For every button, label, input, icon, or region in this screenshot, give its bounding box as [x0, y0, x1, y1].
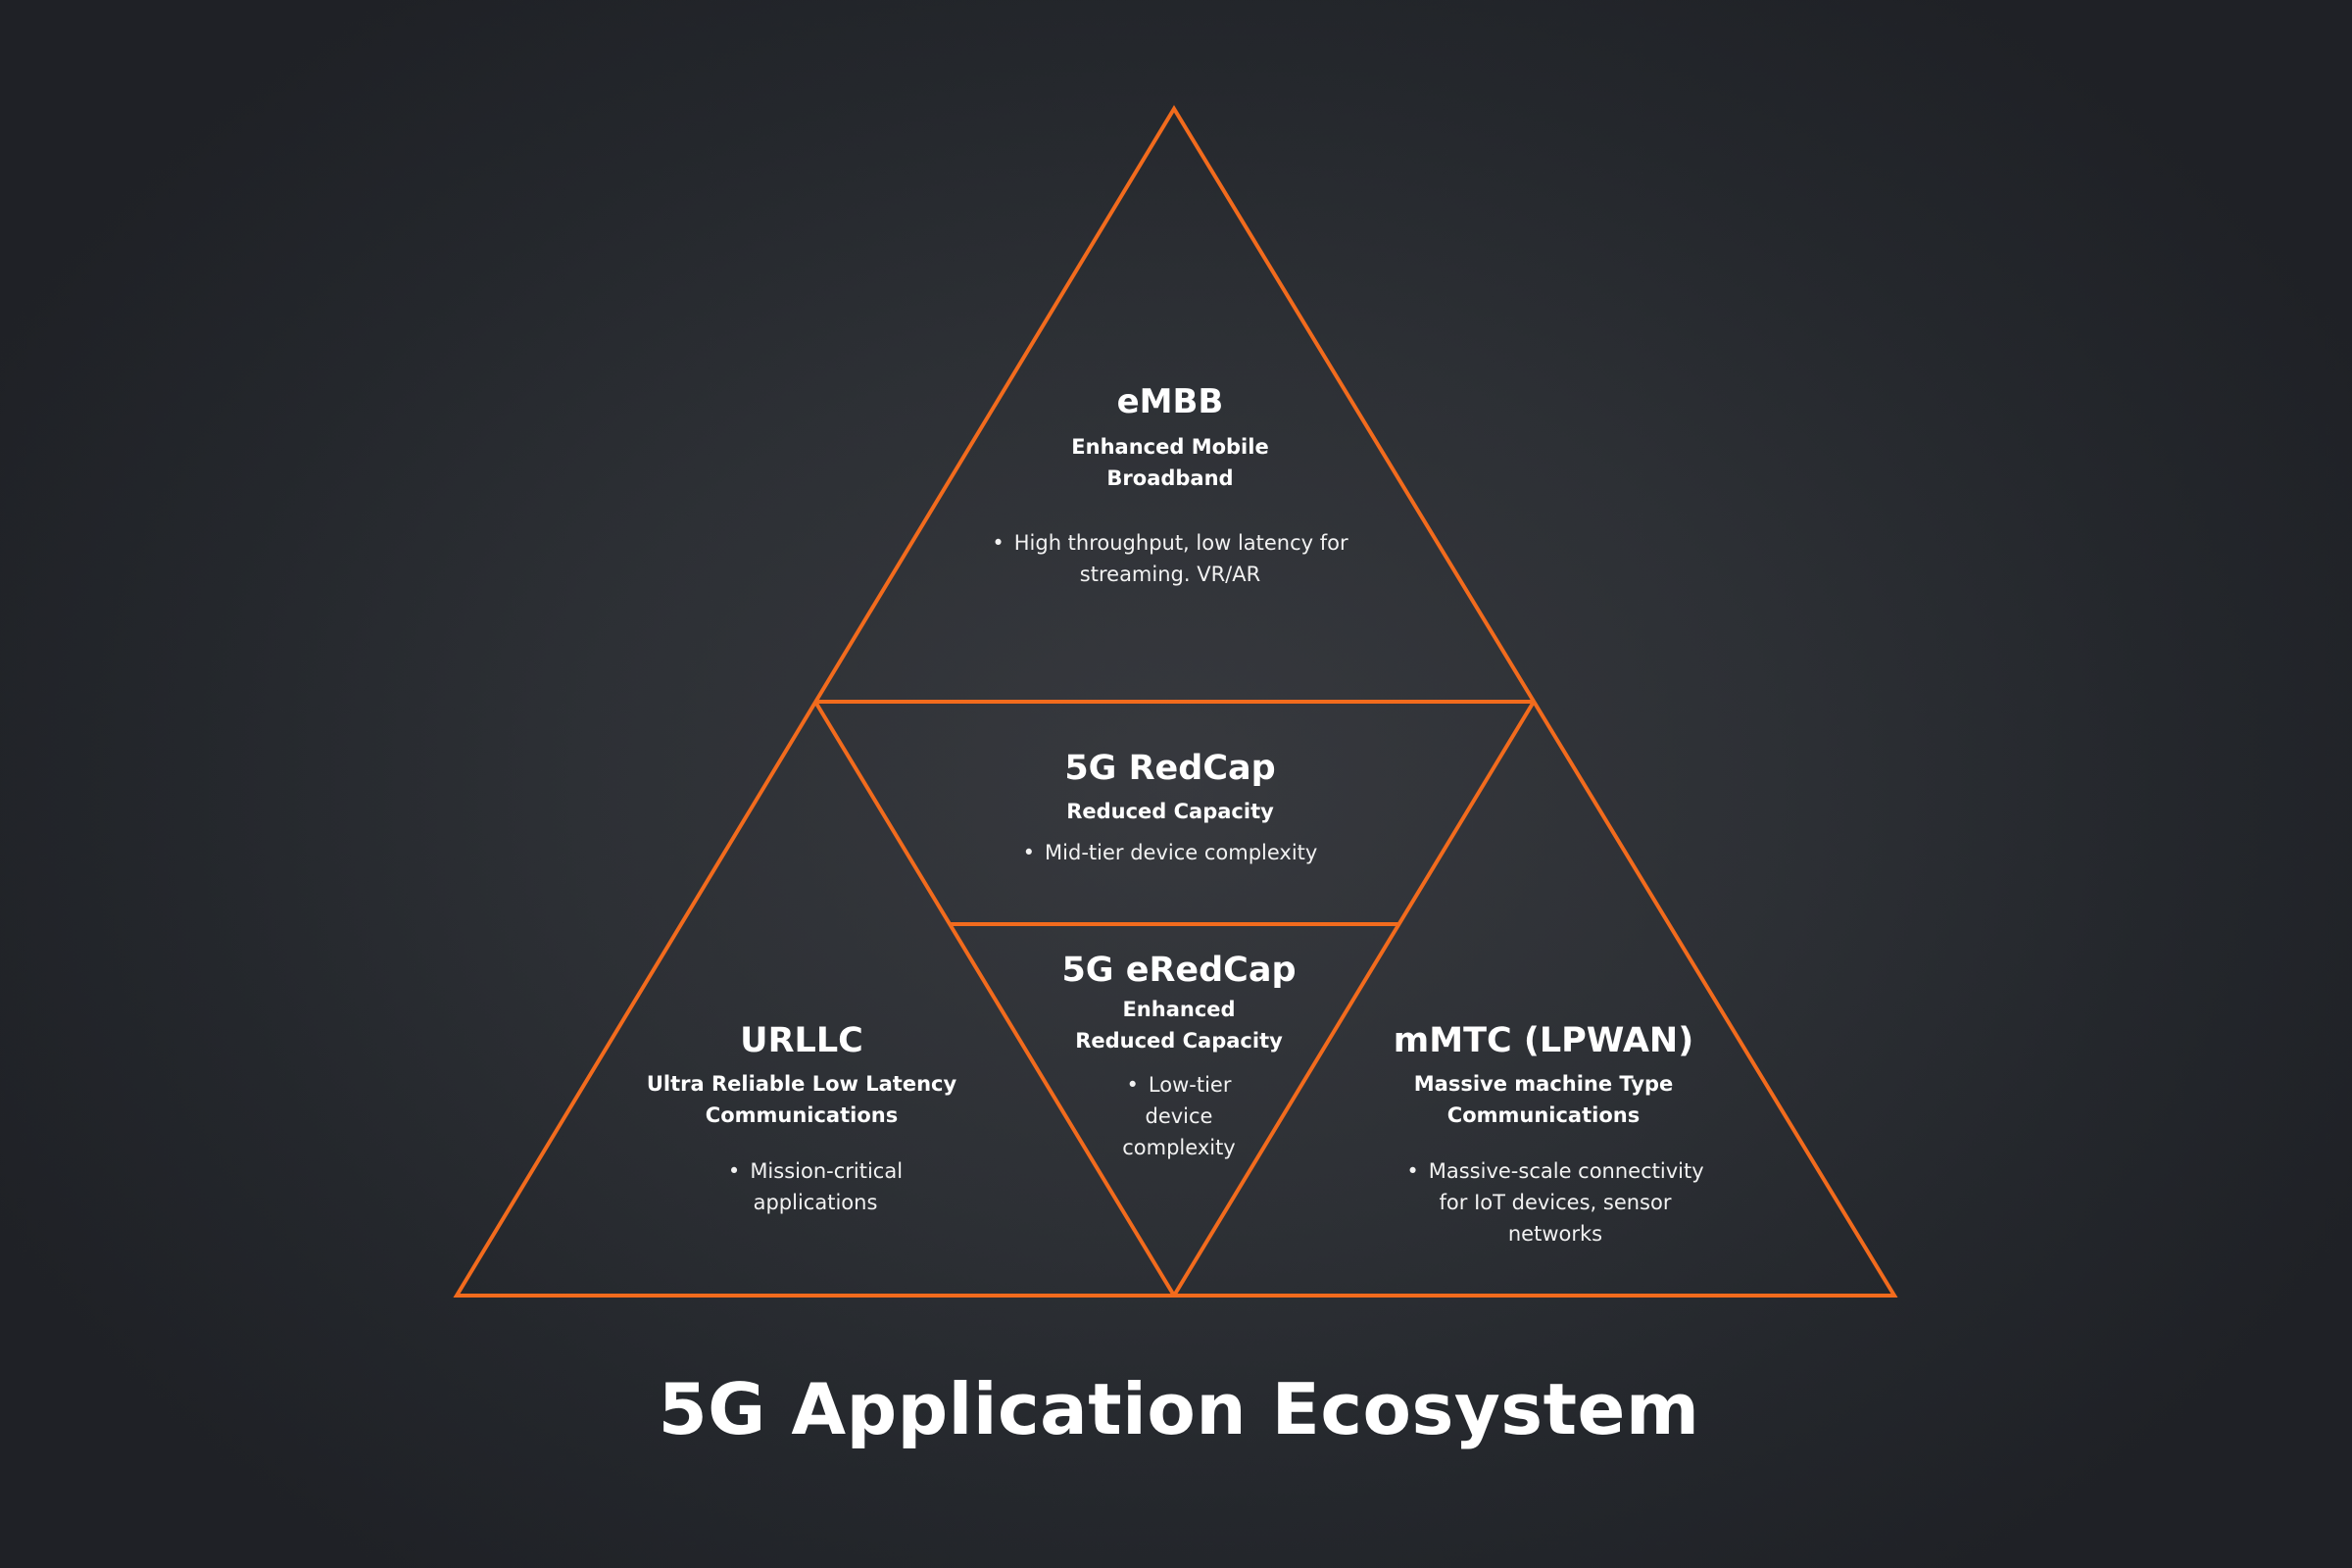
segment-redcap: 5G RedCap Reduced Capacity •Mid-tier dev…: [955, 745, 1386, 868]
segment-subtitle: Massive machine Type Communications: [1413, 1072, 1674, 1127]
segment-subtitle: Reduced Capacity: [1066, 800, 1274, 823]
segment-mmtc: mMTC (LPWAN) Massive machine Type Commun…: [1328, 1017, 1759, 1250]
diagram-title: 5G Application Ecosystem: [658, 1368, 1700, 1450]
segment-title: eMBB: [1116, 382, 1224, 421]
bullet-icon: •: [727, 1159, 741, 1183]
segment-bullet: •Mission-critical applications: [586, 1155, 1017, 1218]
segment-subtitle: Enhanced Mobile Broadband: [1071, 435, 1269, 490]
inner-left-line: [813, 700, 1176, 1298]
bullet-icon: •: [1406, 1159, 1419, 1183]
segment-bullet: •Mid-tier device complexity: [955, 837, 1386, 868]
segment-bullet: •Massive-scale connectivity for IoT devi…: [1328, 1155, 1759, 1250]
inner-right-line: [1172, 700, 1536, 1298]
bullet-icon: •: [1022, 841, 1036, 864]
segment-bullet: •High throughput, low latency for stream…: [955, 527, 1386, 590]
segment-title: mMTC (LPWAN): [1393, 1021, 1694, 1060]
segment-title: URLLC: [740, 1021, 863, 1060]
bullet-icon: •: [992, 531, 1004, 555]
segment-urllc: URLLC Ultra Reliable Low Latency Communi…: [586, 1017, 1017, 1218]
segment-eredcap: 5G eRedCap Enhanced Reduced Capacity •Lo…: [1032, 947, 1326, 1163]
segment-title: 5G eRedCap: [1061, 951, 1297, 990]
segment-subtitle: Enhanced Reduced Capacity: [1075, 998, 1283, 1053]
segment-embb: eMBB Enhanced Mobile Broadband •High thr…: [955, 378, 1386, 590]
segment-subtitle: Ultra Reliable Low Latency Communication…: [646, 1072, 957, 1127]
segment-bullet: •Low-tier device complexity: [1032, 1069, 1326, 1163]
bullet-icon: •: [1126, 1073, 1139, 1097]
segment-title: 5G RedCap: [1064, 749, 1276, 788]
